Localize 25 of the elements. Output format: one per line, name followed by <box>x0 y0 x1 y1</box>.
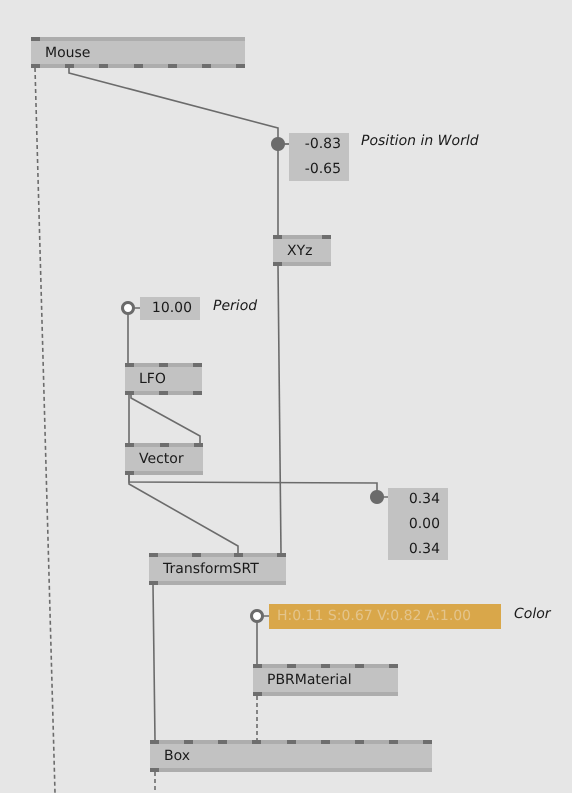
node-box: TransformSRT <box>149 553 286 585</box>
comment-label: Position in World <box>361 133 479 149</box>
node-box: Mouse <box>31 37 245 68</box>
dashed-link <box>256 696 258 740</box>
value-box: 10.00 <box>140 297 200 320</box>
link-line <box>128 475 388 504</box>
node-box: XYz <box>273 235 331 266</box>
value-box: H:0.11 S:0.67 V:0.82 A:1.00 <box>269 604 501 629</box>
value-box: -0.83 -0.65 <box>289 133 349 181</box>
node-box: Vector <box>125 443 203 475</box>
dashed-link <box>34 68 56 793</box>
node-box: PBRMaterial <box>253 664 398 696</box>
link-line <box>250 609 269 664</box>
link-line <box>277 266 282 553</box>
node-box: LFO <box>125 363 202 395</box>
comment-label: Period <box>213 298 258 314</box>
link-line <box>121 301 140 363</box>
link-line <box>277 143 289 235</box>
link-line <box>128 395 130 443</box>
value-box: 0.34 0.00 0.34 <box>388 488 448 560</box>
link-line <box>130 395 201 443</box>
dashed-link <box>154 772 156 793</box>
node-box: Box <box>150 740 432 772</box>
comment-label: Color <box>514 606 551 622</box>
link-line <box>152 585 156 740</box>
